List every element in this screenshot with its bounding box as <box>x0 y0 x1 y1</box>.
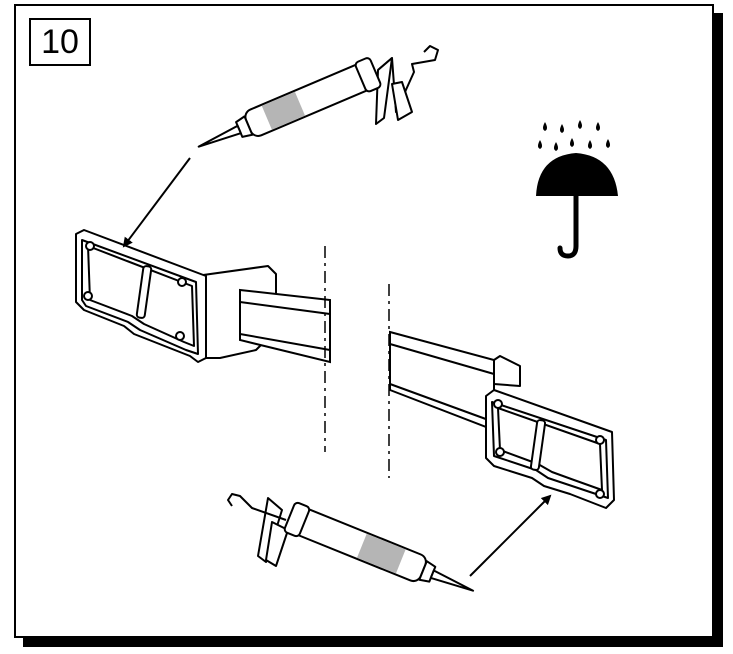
umbrella-canopy-icon <box>536 153 618 196</box>
rail-segment-right <box>389 330 495 432</box>
break-lines <box>324 246 390 478</box>
caulking-gun-top <box>197 45 439 148</box>
umbrella-rain-icon <box>536 120 618 259</box>
mounting-plate-right <box>485 355 615 509</box>
step-number: 10 <box>29 18 91 66</box>
arrow-icon <box>469 494 552 577</box>
rail-segment-left <box>239 288 331 364</box>
umbrella-handle-icon <box>557 193 579 259</box>
caulking-gun-bottom <box>227 493 475 592</box>
rain-drops-icon <box>538 120 610 151</box>
arrow-icon <box>122 157 191 248</box>
